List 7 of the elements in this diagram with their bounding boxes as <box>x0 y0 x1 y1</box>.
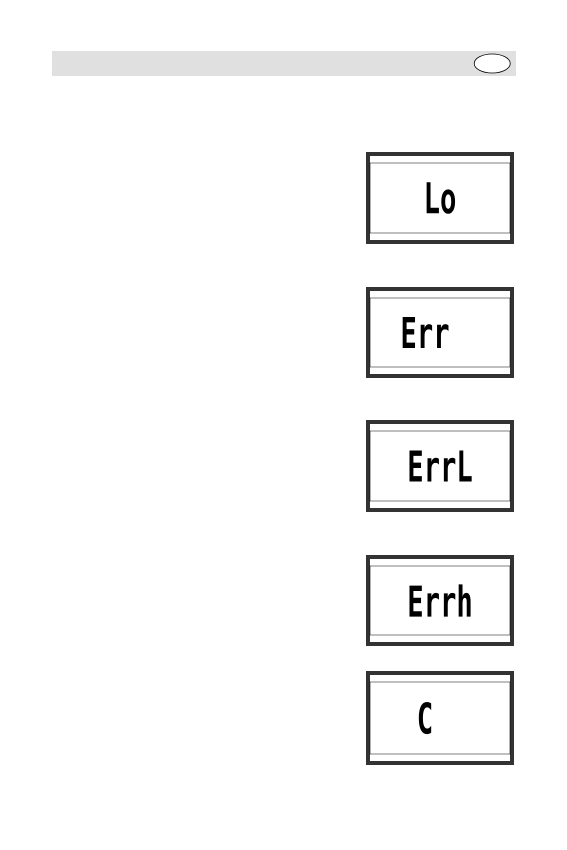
header-bar <box>52 51 516 76</box>
lcd-display: Err <box>366 287 514 378</box>
lcd-display: C <box>366 671 514 765</box>
lcd-display: ErrL <box>366 420 514 512</box>
lcd-display: Errh <box>366 555 514 646</box>
language-badge <box>474 54 511 74</box>
lcd-display: Lo <box>366 152 514 244</box>
